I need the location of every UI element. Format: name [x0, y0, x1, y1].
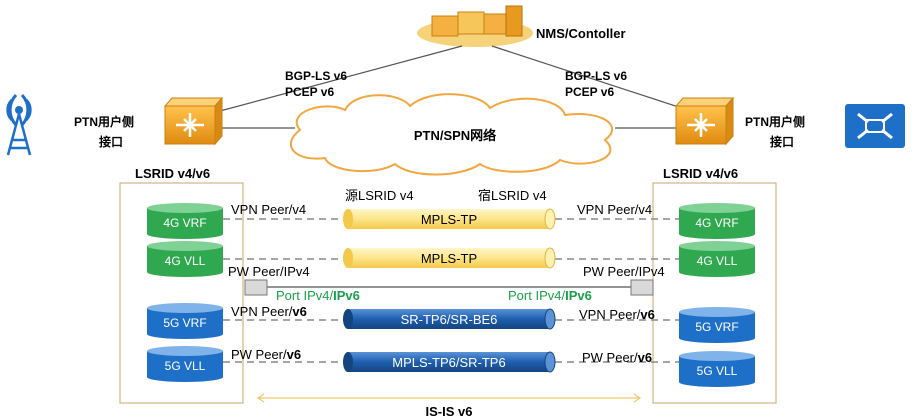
left-pw-v4: PW Peer/IPv4	[228, 264, 310, 279]
protocol-right-line2: PCEP v6	[565, 85, 614, 99]
left-vpn-v6: VPN Peer/v6	[231, 304, 307, 319]
left-port-label: Port IPv4/IPv6	[276, 288, 360, 303]
mgmt-link-right	[491, 45, 704, 116]
right-4g-vll: 4G VLL	[679, 241, 755, 277]
isis-label: IS-IS v6	[426, 404, 473, 419]
right-port-icon	[630, 279, 654, 296]
right-lsrid: LSRID v4/v6	[663, 166, 738, 181]
left-4g-vll: 4G VLL	[147, 241, 223, 277]
mgmt-link-left	[204, 45, 463, 116]
right-device-line2: 接口	[770, 134, 794, 149]
right-port-label: Port IPv4/IPv6	[508, 288, 592, 303]
right-4g-vll-label: 4G VLL	[697, 254, 738, 268]
tunnel-mpls-tp-1: MPLS-TP	[343, 208, 556, 230]
left-4g-vll-label: 4G VLL	[165, 254, 206, 268]
right-4g-vrf: 4G VRF	[679, 203, 755, 239]
dst-lsrid-label: 宿LSRID v4	[478, 188, 547, 203]
right-pw-v4: PW Peer/IPv4	[583, 264, 665, 279]
right-5g-vll-label: 5G VLL	[697, 364, 738, 378]
left-device-line1: PTN用户侧	[74, 114, 134, 129]
right-device-line1: PTN用户侧	[745, 114, 805, 129]
tunnel-mpls-tp6: MPLS-TP6/SR-TP6	[343, 351, 556, 373]
right-router-icon	[674, 96, 735, 146]
right-5g-vll: 5G VLL	[679, 351, 755, 387]
src-lsrid-label: 源LSRID v4	[345, 188, 414, 203]
switch-icon	[845, 104, 905, 148]
nms-server-icon	[417, 5, 533, 47]
tunnel-mpls-tp-2: MPLS-TP	[343, 247, 556, 269]
left-5g-vrf: 5G VRF	[147, 303, 223, 339]
protocol-left-line2: PCEP v6	[285, 85, 334, 99]
right-vpn-v6: VPN Peer/v6	[579, 307, 655, 322]
network-label: PTN/SPN网络	[414, 128, 496, 143]
right-pw-v6: PW Peer/v6	[582, 350, 652, 365]
nms-label: NMS/Contoller	[536, 26, 626, 41]
antenna-icon	[6, 93, 32, 156]
tunnel-4-label: MPLS-TP6/SR-TP6	[392, 355, 505, 370]
right-5g-vrf: 5G VRF	[679, 307, 755, 343]
left-5g-vll: 5G VLL	[147, 346, 223, 382]
tunnel-1-label: MPLS-TP	[421, 212, 477, 227]
left-port-icon	[244, 279, 268, 296]
left-device-line2: 接口	[99, 134, 123, 149]
isis-arrow	[256, 393, 642, 403]
left-vpn-v4: VPN Peer/v4	[231, 202, 306, 217]
tunnel-3-label: SR-TP6/SR-BE6	[401, 312, 498, 327]
left-node-box	[119, 182, 244, 404]
left-5g-vll-label: 5G VLL	[165, 359, 206, 373]
left-4g-vrf-label: 4G VRF	[163, 216, 206, 230]
tunnel-sr-tp6: SR-TP6/SR-BE6	[343, 308, 556, 330]
cloud-icon	[289, 93, 613, 176]
left-4g-vrf: 4G VRF	[147, 203, 223, 239]
peer-lines	[223, 218, 679, 363]
right-4g-vrf-label: 4G VRF	[695, 216, 738, 230]
right-5g-vrf-label: 5G VRF	[695, 320, 738, 334]
tunnel-2-label: MPLS-TP	[421, 251, 477, 266]
protocol-right-line1: BGP-LS v6	[565, 69, 627, 83]
left-pw-v6: PW Peer/v6	[231, 347, 301, 362]
protocol-left-line1: BGP-LS v6	[285, 69, 347, 83]
left-5g-vrf-label: 5G VRF	[163, 316, 206, 330]
left-router-icon	[163, 96, 224, 146]
right-vpn-v4: VPN Peer/v4	[577, 202, 652, 217]
left-lsrid: LSRID v4/v6	[135, 166, 210, 181]
